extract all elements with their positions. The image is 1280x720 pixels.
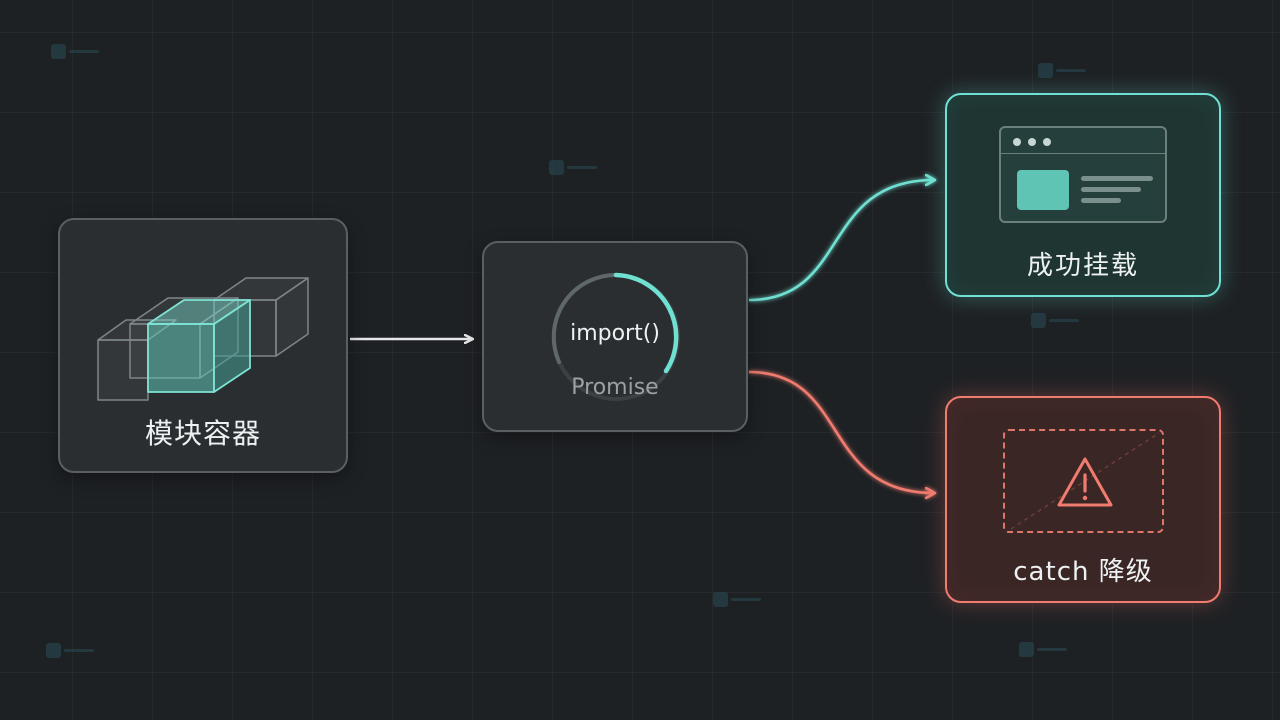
catch-fallback-node[interactable]: catch 降级 <box>945 396 1221 603</box>
watermark-icon <box>46 643 94 658</box>
fallback-placeholder <box>1003 429 1164 533</box>
browser-window-icon <box>999 126 1167 223</box>
watermark-icon <box>1031 313 1079 328</box>
watermark-icon <box>1019 642 1067 657</box>
module-container-label: 模块容器 <box>144 417 261 450</box>
watermark-icon <box>1038 63 1086 78</box>
promise-label: Promise <box>571 375 659 400</box>
arrow-import-to-fail <box>748 370 934 493</box>
watermark-icon <box>51 44 99 59</box>
module-container-node[interactable]: 模块容器 <box>58 218 348 473</box>
mount-success-label: 成功挂载 <box>1026 251 1139 281</box>
import-call-label: import() <box>570 321 660 346</box>
mount-success-node[interactable]: 成功挂载 <box>945 93 1221 297</box>
watermark-icon <box>713 592 761 607</box>
dynamic-import-node[interactable]: import() Promise <box>482 241 748 432</box>
catch-fallback-label: catch 降级 <box>1013 557 1153 587</box>
watermark-icon <box>549 160 597 175</box>
stacked-cubes-icon <box>97 277 309 401</box>
loading-ring-icon <box>551 272 680 401</box>
arrow-import-to-success <box>748 180 934 302</box>
warning-triangle-icon <box>1057 457 1113 507</box>
